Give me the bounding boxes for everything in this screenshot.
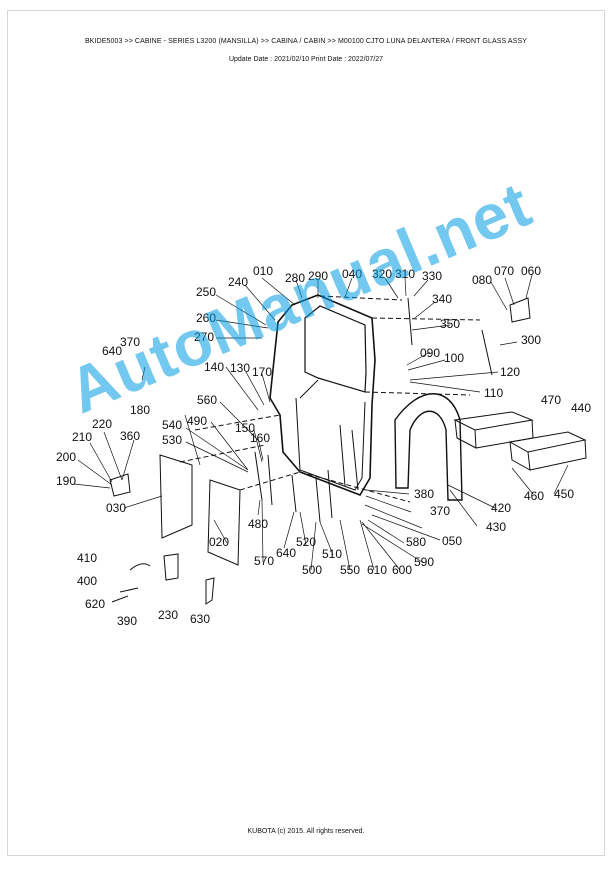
callout-260: 260 — [196, 311, 216, 325]
callout-170: 170 — [252, 365, 272, 379]
callout-370: 370 — [120, 335, 140, 349]
callout-310: 310 — [395, 267, 415, 281]
callout-550: 550 — [340, 563, 360, 577]
callout-290: 290 — [308, 269, 328, 283]
callout-200: 200 — [56, 450, 76, 464]
callout-050: 050 — [442, 534, 462, 548]
grille-440 — [508, 431, 587, 453]
callout-470: 470 — [541, 393, 561, 407]
callout-140: 140 — [204, 360, 224, 374]
callout-080: 080 — [472, 273, 492, 287]
callout-010: 010 — [253, 264, 273, 278]
front-frame — [269, 294, 376, 496]
callout-350: 350 — [440, 317, 460, 331]
callout-640: 640 — [102, 344, 122, 358]
lower-glass-panel — [159, 454, 193, 539]
callout-610: 610 — [367, 563, 387, 577]
callout-320: 320 — [372, 267, 392, 281]
callout-160: 160 — [250, 431, 270, 445]
callout-410: 410 — [77, 551, 97, 565]
grille-470 — [453, 411, 534, 431]
footer-copyright: KUBOTA (c) 2015. All rights reserved. — [247, 828, 365, 835]
callout-070: 070 — [494, 264, 514, 278]
callout-640: 640 — [276, 546, 296, 560]
breadcrumb: BKIDE5003 >> CABINE - SERIES L3200 (MANS… — [84, 38, 527, 45]
page-frame — [7, 10, 605, 856]
callout-580: 580 — [406, 535, 426, 549]
callout-300: 300 — [521, 333, 541, 347]
callout-230: 230 — [158, 608, 178, 622]
callout-340: 340 — [432, 292, 452, 306]
callout-360: 360 — [120, 429, 140, 443]
callout-280: 280 — [285, 271, 305, 285]
update-print-dates: Update Date : 2021/02/10 Print Date : 20… — [228, 56, 384, 63]
arch-trim — [394, 393, 463, 501]
callout-530: 530 — [162, 433, 182, 447]
callout-570: 570 — [254, 554, 274, 568]
callout-450: 450 — [554, 487, 574, 501]
callout-500: 500 — [302, 563, 322, 577]
callout-430: 430 — [486, 520, 506, 534]
callout-130: 130 — [230, 361, 250, 375]
callout-220: 220 — [92, 417, 112, 431]
callout-120: 120 — [500, 365, 520, 379]
callout-240: 240 — [228, 275, 248, 289]
callout-250: 250 — [196, 285, 216, 299]
callout-020: 020 — [209, 535, 229, 549]
callout-600: 600 — [392, 563, 412, 577]
callout-150: 150 — [235, 421, 255, 435]
callout-440: 440 — [571, 401, 591, 415]
callout-460: 460 — [524, 489, 544, 503]
callout-620: 620 — [85, 597, 105, 611]
callout-380: 380 — [414, 487, 434, 501]
callout-400: 400 — [77, 574, 97, 588]
side-panel — [207, 479, 241, 566]
callout-630: 630 — [190, 612, 210, 626]
callout-560: 560 — [197, 393, 217, 407]
front-glass — [304, 305, 367, 393]
callout-540: 540 — [162, 418, 182, 432]
callout-480: 480 — [248, 517, 268, 531]
callout-490: 490 — [187, 414, 207, 428]
callout-330: 330 — [422, 269, 442, 283]
callout-420: 420 — [491, 501, 511, 515]
callout-390: 390 — [117, 614, 137, 628]
callout-060: 060 — [521, 264, 541, 278]
callout-030: 030 — [106, 501, 126, 515]
callout-190: 190 — [56, 474, 76, 488]
callout-210: 210 — [72, 430, 92, 444]
callout-590: 590 — [414, 555, 434, 569]
callout-180: 180 — [130, 403, 150, 417]
callout-520: 520 — [296, 535, 316, 549]
callout-270: 270 — [194, 330, 214, 344]
callout-510: 510 — [322, 547, 342, 561]
callout-100: 100 — [444, 351, 464, 365]
callout-370: 370 — [430, 504, 450, 518]
callout-090: 090 — [420, 346, 440, 360]
callout-110: 110 — [484, 386, 503, 400]
callout-040: 040 — [342, 267, 362, 281]
